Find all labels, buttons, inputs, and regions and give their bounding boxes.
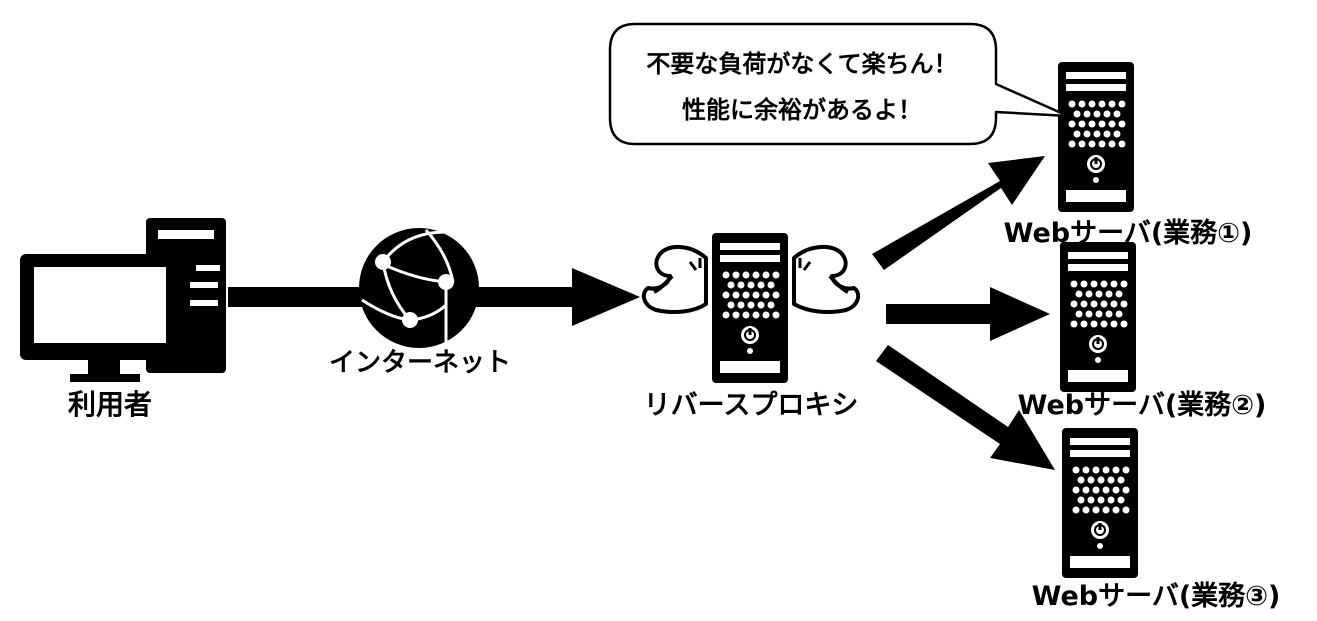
speech-bubble-line-1: 不要な負荷がなくて楽ちん！: [646, 50, 957, 78]
user-pc-icon: [20, 218, 226, 382]
arrow-proxy-to-server-1: [872, 156, 1045, 270]
internet-label: インターネット: [329, 348, 511, 378]
user-label: 利用者: [68, 388, 152, 421]
web-server-3-icon: [1061, 427, 1139, 579]
proxy-label: リバースプロキシ: [644, 390, 859, 421]
web-server-2-icon: [1059, 241, 1137, 393]
globe-icon: [359, 228, 479, 348]
arrow-proxy-to-server-3: [876, 345, 1055, 470]
speech-bubble: 不要な負荷がなくて楽ちん！ 性能に余裕があるよ！: [608, 22, 1070, 146]
web-server-1-icon: [1057, 61, 1135, 213]
web-server-3-label: Webサーバ(業務③): [1032, 581, 1281, 612]
proxy-server-icon: [711, 232, 789, 384]
web-server-2-label: Webサーバ(業務②): [1018, 390, 1267, 421]
left-flexed-arm-icon: [641, 245, 708, 314]
arrow-proxy-to-server-2: [886, 287, 1050, 341]
speech-bubble-line-2: 性能に余裕があるよ！: [682, 96, 922, 124]
right-flexed-arm-icon: [792, 245, 861, 314]
